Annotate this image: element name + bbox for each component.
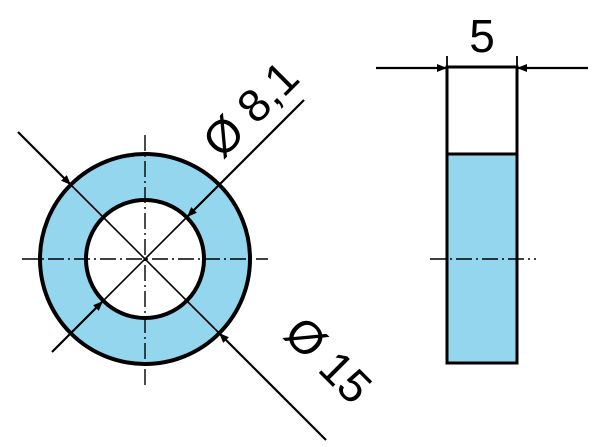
outer-diameter-line [70,184,220,334]
side-view: 5 [376,10,588,365]
outer-diameter-label: Ø 15 [275,306,382,413]
inner-diameter-leader [186,99,305,218]
outer-diameter-lower-leader [218,332,327,441]
inner-diameter-lower-leader [51,300,104,353]
thickness-label: 5 [469,10,495,62]
front-view: Ø 8,1 Ø 15 [17,51,382,441]
outer-diameter-upper-leader [17,131,72,186]
inner-diameter-label: Ø 8,1 [192,51,308,167]
side-profile-upper [445,65,519,156]
